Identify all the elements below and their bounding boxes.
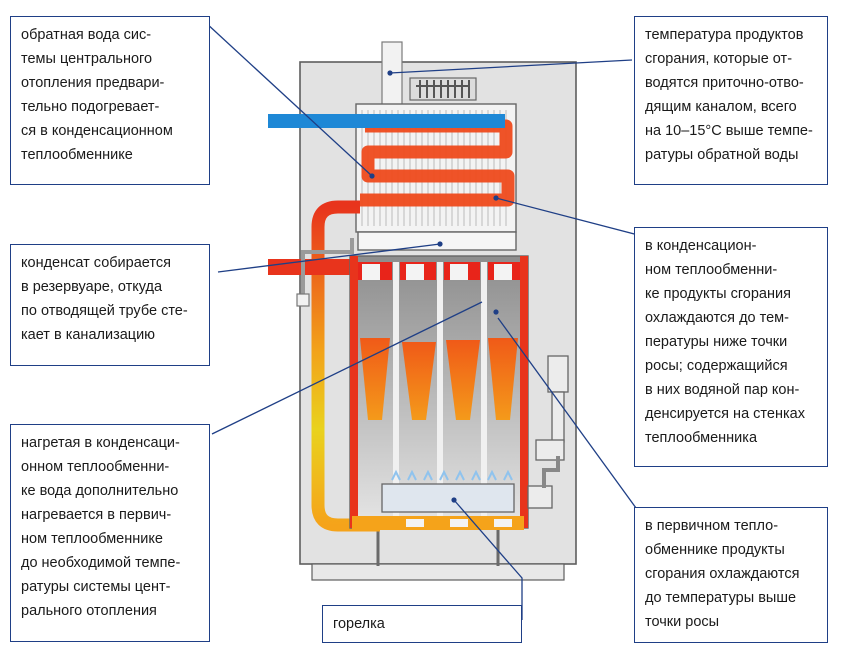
manifold-slots: [406, 519, 512, 527]
callout-primary-exchanger: в первичном тепло- обменнике продукты сг…: [634, 507, 828, 643]
primary-exchanger-walls: [350, 256, 528, 528]
boiler-stand: [311, 563, 565, 581]
burner-flames: [391, 469, 513, 481]
callout-condensate: конденсат собирается в резервуаре, откуд…: [10, 244, 210, 366]
callout-flue-temperature: температура продуктов сгорания, которые …: [634, 16, 828, 185]
callout-heated-water-text: нагретая в конденсаци- онном теплообменн…: [21, 435, 181, 619]
callout-burner-text: горелка: [333, 616, 385, 632]
callout-condensate-text: конденсат собирается в резервуаре, откуд…: [21, 255, 188, 343]
callout-flue-temperature-text: температура продуктов сгорания, которые …: [645, 27, 813, 163]
condensing-coil: [360, 119, 515, 207]
condensate-tray: [357, 231, 517, 251]
burner: [381, 483, 515, 513]
primary-exchanger-bottom-manifold: [352, 516, 524, 530]
condensate-drain-end: [296, 293, 310, 307]
callout-primary-exchanger-text: в первичном тепло- обменнике продукты сг…: [645, 518, 800, 630]
callout-return-water-text: обратная вода сис- темы центрального ото…: [21, 27, 173, 163]
callout-return-water: обратная вода сис- темы центрального ото…: [10, 16, 210, 185]
gas-supply-pipe: [542, 456, 560, 488]
fan-gear-icon: [416, 80, 470, 98]
callout-heated-water: нагретая в конденсаци- онном теплообменн…: [10, 424, 210, 642]
leader-dots: [369, 70, 499, 503]
condensate-drain-tube: [301, 238, 354, 296]
primary-exchanger: [356, 262, 524, 280]
heated-water-riser-pipe: [311, 200, 380, 532]
callout-condensing-exchanger-text: в конденсацион- ном теплообменни- ке про…: [645, 238, 805, 446]
leader-lines: [204, 21, 653, 620]
callout-condensing-exchanger: в конденсацион- ном теплообменни- ке про…: [634, 227, 828, 467]
callout-burner: горелка: [322, 605, 522, 643]
flue-pipe: [381, 41, 403, 113]
